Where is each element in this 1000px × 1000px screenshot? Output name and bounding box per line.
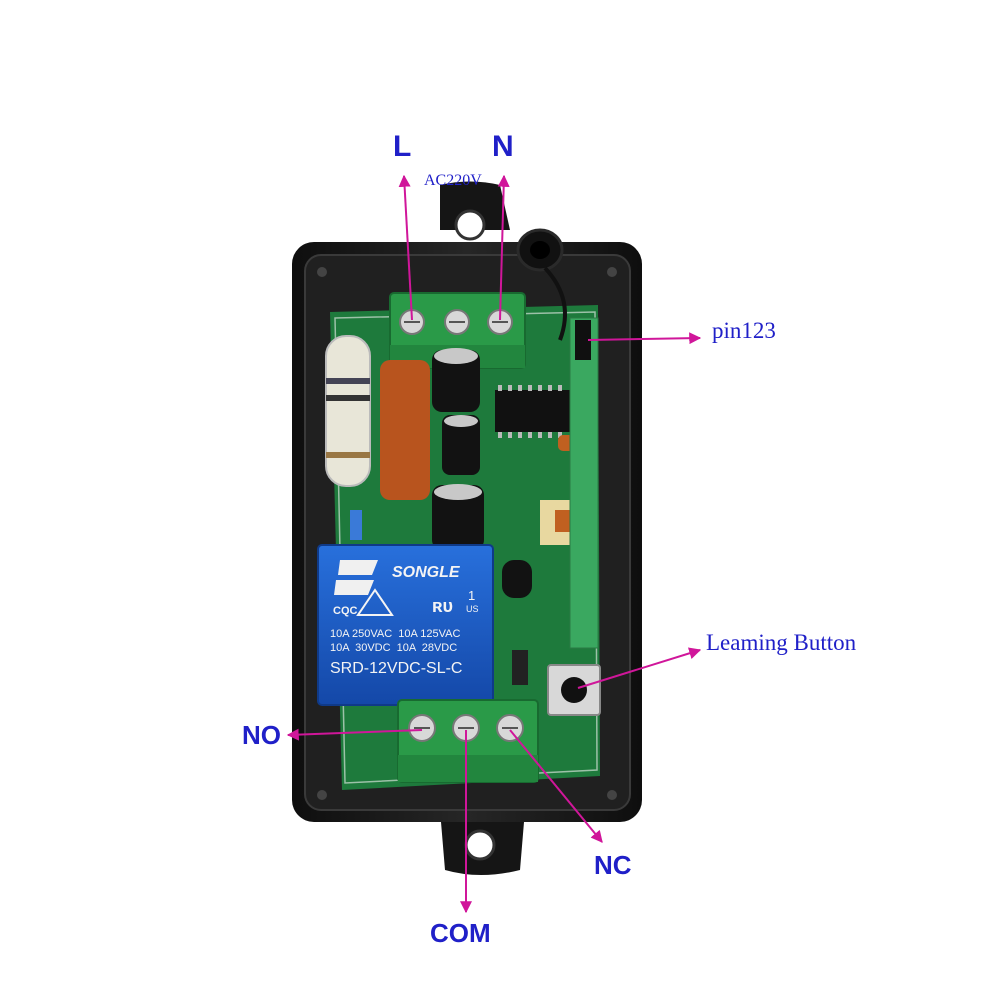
learning-button [547,664,601,716]
ul-mark-icon: ʀᴜ [432,596,453,616]
ic-chip [495,390,570,432]
electrolytic-capacitor [432,485,484,550]
relay-rating-1: 10A 250VAC 10A 125VAC [330,628,461,640]
relay-brand: SONGLE [392,564,461,581]
ul-number: 1 [468,588,475,603]
relay-rating-2: 10A 30VDC 10A 28VDC [330,642,457,654]
resistor [325,335,371,487]
relay: SONGLE CQC ʀᴜ 1 US 10A 250VAC 10A 125VAC… [317,544,494,706]
small-resistor [350,510,362,540]
arrow-no [286,728,423,741]
ul-us: US [466,604,479,614]
diode [512,650,528,685]
label-n: N [492,130,514,163]
screw-post [317,267,327,277]
rf-receiver-board [569,317,599,649]
relay-model: SRD-12VDC-SL-C [330,660,462,677]
screw-post [607,790,617,800]
jumper-header [575,320,591,360]
electrolytic-capacitor [432,350,480,412]
label-pin123: pin123 [712,318,776,343]
power-terminal-block [389,292,526,369]
arrow-learn [577,647,702,689]
label-l: L [393,130,412,163]
bottom-mounting-hole [464,829,496,861]
antenna [516,228,567,341]
arrow-l [398,174,413,321]
label-learning-button: Leaming Button [706,630,857,655]
label-ac220v: AC220V [424,172,482,189]
screw-post [607,267,617,277]
electrolytic-capacitor [442,415,480,475]
label-com: COM [430,918,491,948]
arrow-nc [509,729,603,843]
top-mounting-hole [454,209,486,241]
components [325,317,599,685]
film-capacitor [380,360,430,500]
label-no: NO [242,720,281,750]
label-nc: NC [594,850,632,880]
songle-logo [334,560,378,595]
ce-triangle-icon [356,588,394,616]
callout-arrows [286,174,702,914]
cqc-mark: CQC [333,605,358,617]
screw-post [317,790,327,800]
arrow-pin123 [587,332,702,345]
transistor [502,560,532,598]
output-terminal-block [397,699,539,783]
arrow-n [497,174,510,321]
